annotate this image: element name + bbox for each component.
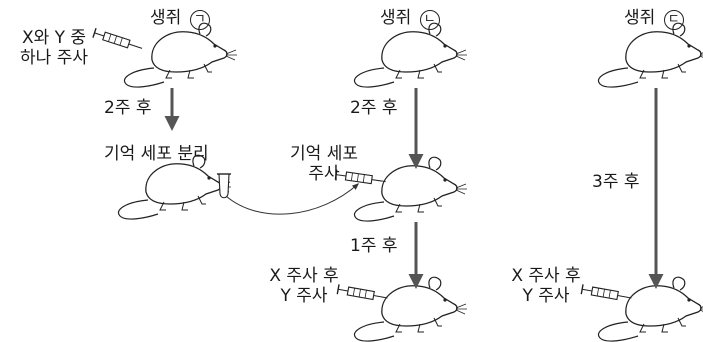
mouse-c-mark: ㄷ <box>663 10 684 30</box>
inject-either-line2: 하나 주사 <box>20 48 88 68</box>
mouse-icon <box>597 276 703 342</box>
mouse-a-title: 생쥐 ㄱ <box>150 8 210 30</box>
mouse-icon <box>117 154 232 220</box>
memory-inject-line2: 주사 <box>308 164 340 184</box>
mouse-c-name: 생쥐 <box>624 8 656 28</box>
mouse-b-mark: ㄴ <box>419 10 440 30</box>
inject-either-label: X와 Y 중 하나 주사 <box>4 28 104 68</box>
mouse-icon <box>123 22 238 88</box>
xy-c-label: X 주사 후 Y 주사 <box>496 266 596 306</box>
mouse-c-title: 생쥐 ㄷ <box>624 8 684 30</box>
mouse-icon <box>353 22 468 88</box>
tube-icon <box>217 173 231 199</box>
xy-b-label: X 주사 후 Y 주사 <box>254 266 354 306</box>
wait-3w-c-label: 3주 후 <box>592 172 640 192</box>
memory-inject-line1: 기억 세포 <box>290 144 358 164</box>
xy-c-line1: X 주사 후 <box>511 266 581 286</box>
wait-1w-b-label: 1주 후 <box>350 236 398 256</box>
mouse-a-name: 생쥐 <box>150 8 182 28</box>
mouse-icon <box>353 276 468 342</box>
xy-c-line2: Y 주사 <box>522 286 570 306</box>
xy-b-line1: X 주사 후 <box>269 266 339 286</box>
mouse-b-name: 생쥐 <box>380 8 412 28</box>
inject-either-line1: X와 Y 중 <box>21 28 87 48</box>
transfer-arrow-icon <box>225 183 360 215</box>
mouse-a-mark: ㄱ <box>189 10 210 30</box>
wait-2w-a-label: 2주 후 <box>104 98 152 118</box>
wait-2w-b-label: 2주 후 <box>350 98 398 118</box>
memory-isolation-label: 기억 세포 분리 <box>104 144 209 164</box>
memory-inject-label: 기억 세포 주사 <box>276 144 372 184</box>
mouse-b-title: 생쥐 ㄴ <box>380 8 440 30</box>
mouse-icon <box>597 22 703 88</box>
xy-b-line2: Y 주사 <box>280 286 328 306</box>
